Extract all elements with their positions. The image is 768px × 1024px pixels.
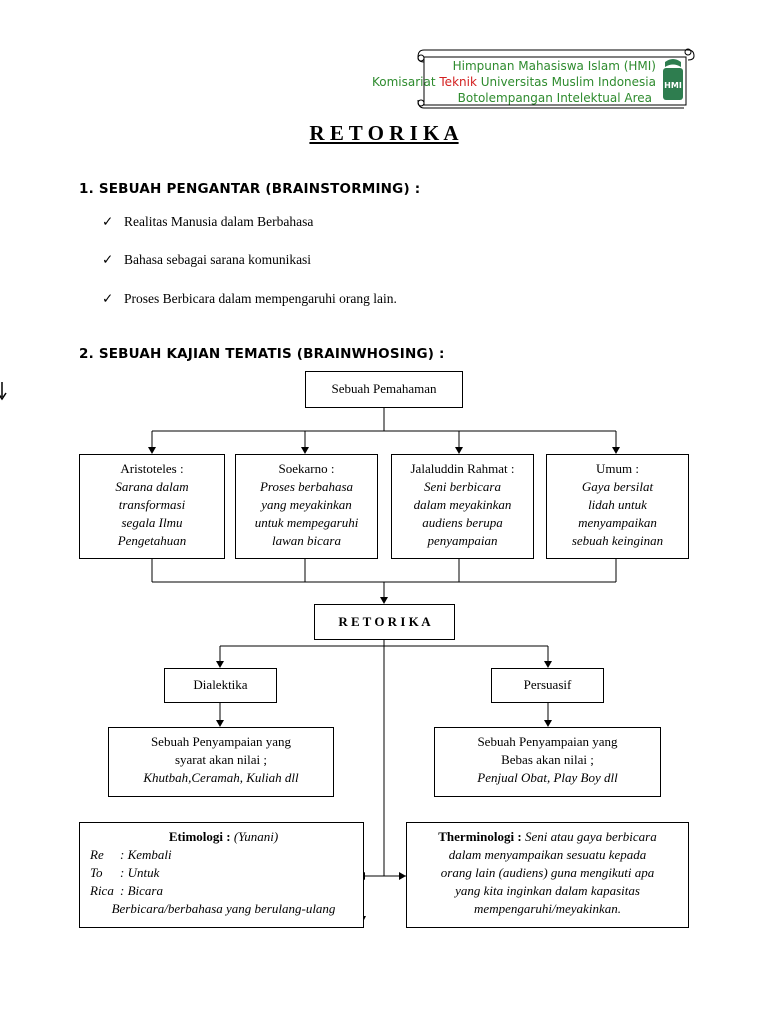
root-label: Sebuah Pemahaman — [331, 381, 437, 396]
figure-desc-line: sebuah keinginan — [571, 533, 664, 548]
etimologi-val: : Untuk — [120, 865, 160, 880]
header-prefix: Komisariat — [372, 75, 440, 89]
etimologi-row: Rica : Bicara — [90, 882, 357, 900]
figure-desc-line: transformasi — [118, 497, 186, 512]
figure-name: Soekarno : — [278, 461, 335, 476]
etimologi-key: Re — [90, 847, 104, 862]
check-icon: ✓ — [102, 214, 114, 229]
figure-desc-line: lidah untuk — [588, 497, 647, 512]
terminologi-box: Therminologi : Seni atau gaya berbicara … — [406, 822, 689, 928]
persuasif-label: Persuasif — [523, 677, 572, 692]
header-highlight: Teknik — [439, 75, 477, 89]
dialektika-desc-box: Sebuah Penyampaian yang syarat akan nila… — [108, 727, 334, 797]
hmi-logo: HMI — [662, 58, 684, 102]
etimologi-title: Etimologi : — [168, 829, 231, 844]
terminologi-first-line: Therminologi : Seni atau gaya berbicara — [413, 828, 682, 846]
list-item: ✓ Realitas Manusia dalam Berbahasa — [102, 214, 313, 230]
header-org-name: Himpunan Mahasiswa Islam (HMI) — [452, 59, 656, 73]
etimologi-key: To — [90, 865, 103, 880]
list-item-text: Proses Berbicara dalam mempengaruhi oran… — [124, 291, 397, 306]
figure-name: Aristoteles : — [120, 461, 184, 476]
desc-examples: Khutbah,Ceramah, Kuliah dll — [143, 770, 299, 785]
root-box: Sebuah Pemahaman — [305, 371, 463, 408]
figure-box-soekarno: Soekarno : Proses berbahasa yang meyakin… — [235, 454, 378, 559]
persuasif-box: Persuasif — [491, 668, 604, 703]
figure-desc-line: Pengetahuan — [117, 533, 187, 548]
hmi-logo-text: HMI — [664, 81, 682, 90]
header-area: Botolempangan Intelektual Area — [457, 91, 652, 105]
figure-box-aristoteles: Aristoteles : Sarana dalam transformasi … — [79, 454, 225, 559]
figure-desc-line: audiens berupa — [422, 515, 503, 530]
desc-line: Bebas akan nilai ; — [501, 752, 594, 767]
list-item: ✓ Bahasa sebagai sarana komunikasi — [102, 252, 311, 268]
desc-line: syarat akan nilai ; — [174, 752, 268, 767]
terminologi-line: dalam menyampaikan sesuatu kepada — [448, 847, 647, 862]
desc-line: Sebuah Penyampaian yang — [477, 734, 618, 749]
desc-examples: Penjual Obat, Play Boy dll — [477, 770, 618, 785]
header-komisariat: Komisariat Teknik Universitas Muslim Ind… — [0, 74, 656, 90]
etimologi-box: Etimologi : (Yunani) Re : Kembali To : Unt… — [79, 822, 364, 928]
list-item-text: Realitas Manusia dalam Berbahasa — [124, 214, 314, 229]
left-edge-arrow — [0, 382, 7, 401]
etimologi-heading: Etimologi : (Yunani) — [90, 828, 357, 846]
terminologi-line: orang lain (audiens) guna mengikuti apa — [440, 865, 655, 880]
section2-heading: 2. SEBUAH KAJIAN TEMATIS (BRAINWHOSING) … — [79, 346, 445, 362]
persuasif-desc-box: Sebuah Penyampaian yang Bebas akan nilai… — [434, 727, 661, 797]
terminologi-line: mempengaruhi/meyakinkan. — [474, 901, 621, 916]
figure-desc-line: menyampaikan — [578, 515, 657, 530]
etimologi-key: Rica — [90, 883, 114, 898]
figure-desc-line: lawan bicara — [272, 533, 341, 548]
figure-desc-line: yang meyakinkan — [261, 497, 352, 512]
figure-box-jalaluddin: Jalaluddin Rahmat : Seni berbicara dalam… — [391, 454, 534, 559]
figure-desc-line: untuk mempegaruhi — [254, 515, 359, 530]
figure-desc-line: Gaya bersilat — [581, 479, 654, 494]
center-retorika-box: R E T O R I K A — [314, 604, 455, 640]
figure-box-umum: Umum : Gaya bersilat lidah untuk menyamp… — [546, 454, 689, 559]
desc-line: Sebuah Penyampaian yang — [150, 734, 292, 749]
terminologi-line: yang kita inginkan dalam kapasitas — [455, 883, 640, 898]
etimologi-row: To : Untuk — [90, 864, 357, 882]
figure-desc-line: Seni berbicara — [424, 479, 501, 494]
figure-name: Jalaluddin Rahmat : — [410, 461, 515, 476]
figure-desc-line: Proses berbahasa — [259, 479, 354, 494]
figure-desc-line: penyampaian — [427, 533, 498, 548]
tree-lines — [151, 408, 617, 877]
etimologi-val: : Kembali — [120, 847, 172, 862]
list-item: ✓ Proses Berbicara dalam mempengaruhi ora… — [102, 291, 397, 307]
check-icon: ✓ — [102, 252, 114, 267]
header-scroll — [417, 48, 695, 109]
figure-name: Umum : — [596, 461, 639, 476]
page-title: R E T O R I K A — [309, 121, 459, 145]
figure-desc-line: segala Ilmu — [121, 515, 183, 530]
terminologi-title: Therminologi : — [438, 829, 522, 844]
figure-desc-line: dalam meyakinkan — [413, 497, 512, 512]
center-label: R E T O R I K A — [338, 614, 431, 629]
etimologi-origin: (Yunani) — [233, 829, 279, 844]
section1-heading: 1. SEBUAH PENGANTAR (BRAINSTORMING) : — [79, 181, 421, 197]
etimologi-row: Re : Kembali — [90, 846, 357, 864]
dialektika-box: Dialektika — [164, 668, 277, 703]
figure-desc-line: Sarana dalam — [115, 479, 189, 494]
etimologi-summary: Berbicara/berbahasa yang berulang-ulang — [111, 901, 336, 916]
terminologi-first: Seni atau gaya berbicara — [524, 829, 657, 844]
etimologi-val: : Bicara — [120, 883, 163, 898]
header-suffix: Universitas Muslim Indonesia — [476, 75, 656, 89]
check-icon: ✓ — [102, 291, 114, 306]
list-item-text: Bahasa sebagai sarana komunikasi — [124, 252, 312, 267]
dialektika-label: Dialektika — [193, 677, 248, 692]
